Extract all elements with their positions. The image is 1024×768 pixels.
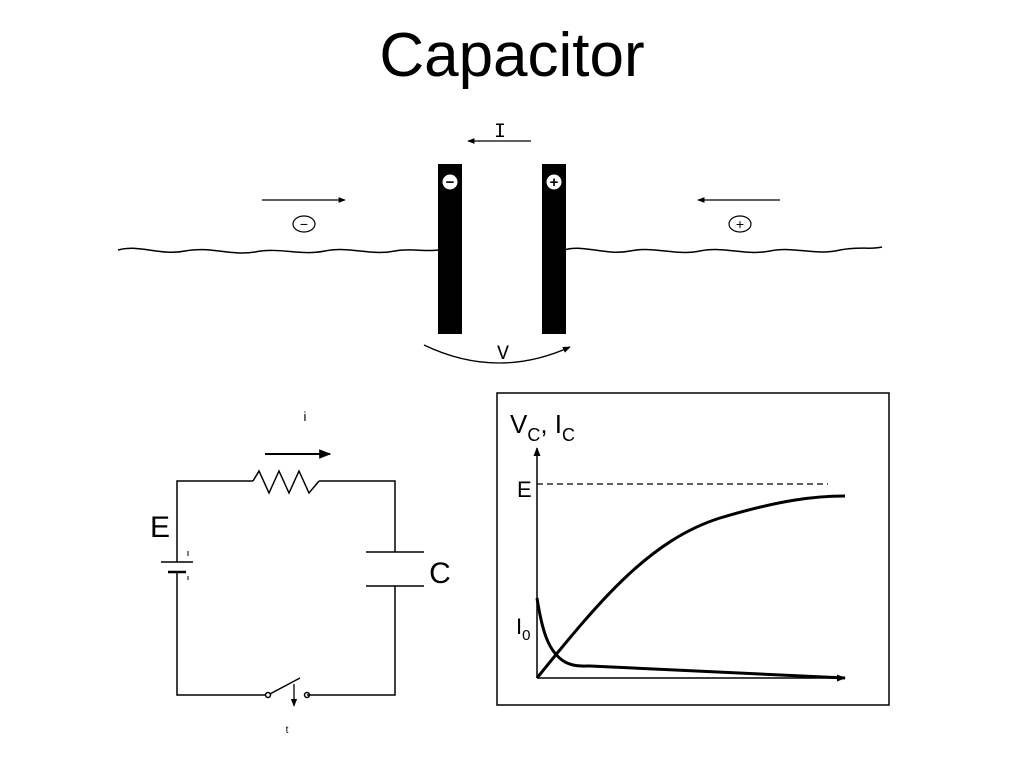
right-plate-sign: + — [550, 174, 559, 191]
rc-circuit — [161, 469, 424, 699]
charging-graph: VC, IC E I0 — [496, 392, 890, 706]
source-label: E — [150, 511, 170, 544]
circuit-current-label: i — [304, 409, 307, 424]
voltage-label: V — [497, 343, 509, 366]
resistor — [252, 469, 320, 495]
circuit-wire-left-bottom — [176, 572, 268, 696]
graph-frame — [496, 392, 890, 706]
switch-label: t — [286, 725, 289, 736]
i0-letter: I — [516, 614, 522, 639]
circuit-wire-right-bottom — [310, 586, 396, 696]
circuit-wire-top-right — [319, 480, 396, 552]
current-label-top: I — [494, 121, 506, 144]
axis-title-i-sub: C — [562, 425, 575, 445]
axis-title-v: V — [510, 409, 528, 439]
i0-label: I0 — [516, 614, 530, 644]
right-wire — [563, 246, 883, 254]
axis-title-i: I — [555, 409, 562, 439]
left-charge-circle — [292, 215, 316, 233]
switch-blade — [267, 677, 301, 696]
left-wire — [117, 247, 439, 254]
plates-diagram: − + I − + V — [117, 121, 883, 366]
graph-axis-title: VC, IC — [510, 409, 575, 445]
axis-title-sep: , — [540, 409, 554, 439]
right-plate-sign-circle — [545, 173, 563, 191]
left-plate-sign-circle — [441, 173, 459, 191]
capacitor-label: C — [429, 557, 451, 590]
right-plate — [542, 164, 566, 334]
voltage-arc — [423, 344, 571, 364]
i0-sub: 0 — [522, 627, 530, 644]
switch-contact-left — [264, 691, 272, 699]
axis-title-v-sub: C — [527, 425, 540, 445]
current-curve — [535, 597, 846, 680]
left-plate — [438, 164, 462, 334]
left-charge-sign: − — [300, 216, 308, 232]
right-charge-sign: + — [736, 216, 744, 232]
left-plate-sign: − — [446, 174, 455, 191]
circuit-wire-top-left — [176, 480, 253, 546]
slide-title: Capacitor — [379, 21, 645, 90]
voltage-curve — [535, 494, 846, 679]
e-level-label: E — [517, 477, 532, 502]
right-charge-circle — [728, 215, 752, 233]
